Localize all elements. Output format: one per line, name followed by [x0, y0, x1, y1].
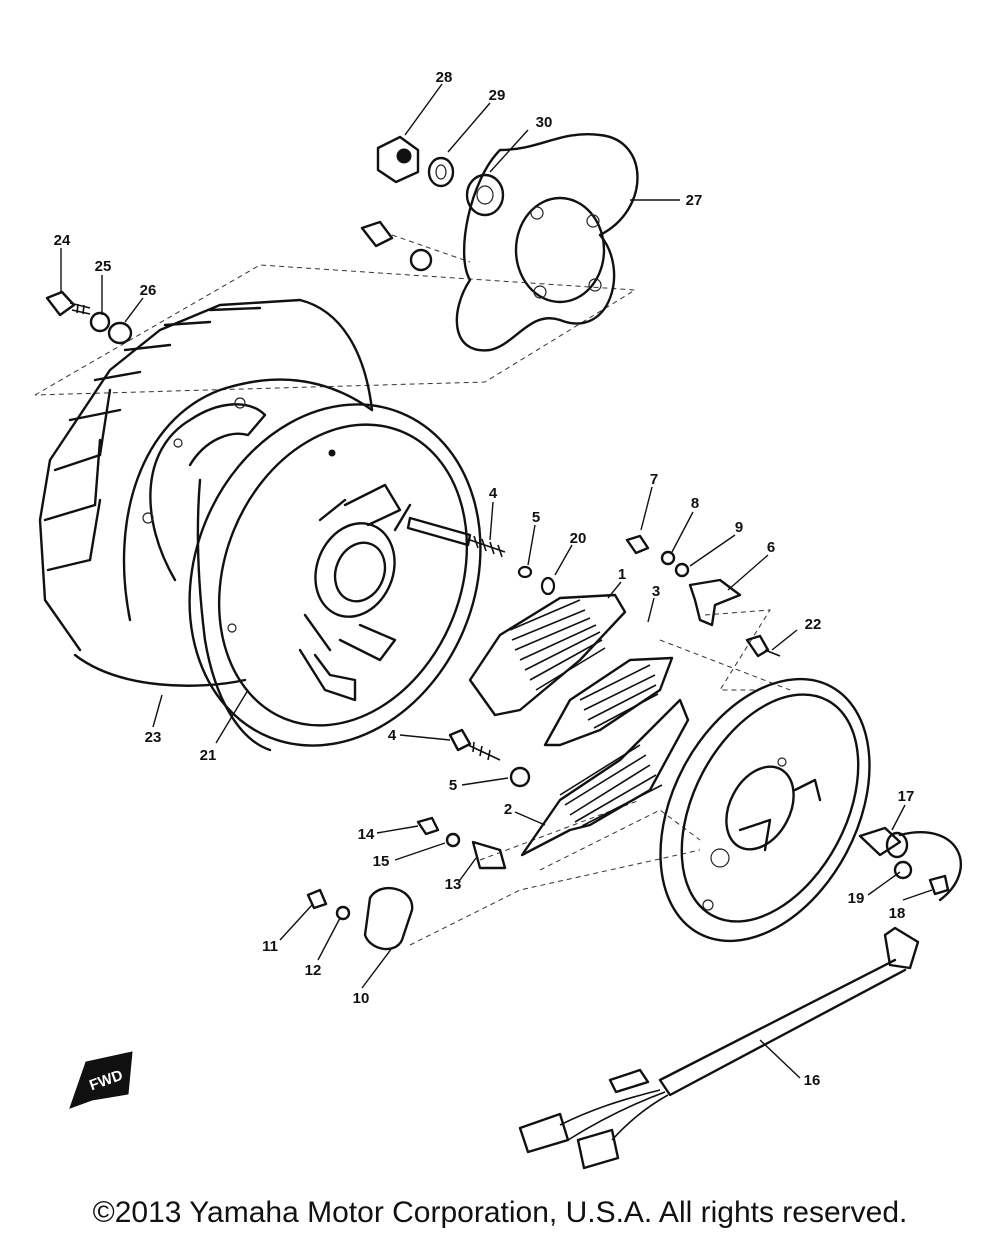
exploded-parts-diagram: 28 29 30 27 24 25 26 23 21 4 5 20 1 3 7 …: [34, 69, 962, 1170]
callout-29: 29: [489, 87, 506, 104]
leader-lines: [60, 83, 933, 1079]
stator-coils: [468, 593, 690, 857]
callout-5-upper: 5: [532, 509, 540, 526]
callout-3: 3: [652, 583, 660, 600]
callout-4-lower: 4: [388, 727, 397, 744]
callout-13: 13: [445, 876, 462, 893]
callout-9: 9: [735, 519, 743, 536]
callout-23: 23: [145, 729, 162, 746]
callout-1: 1: [618, 566, 626, 583]
callout-21: 21: [200, 747, 217, 764]
callout-4-upper: 4: [489, 485, 498, 502]
callout-8: 8: [691, 495, 699, 512]
callout-18: 18: [889, 905, 906, 922]
front-direction-marker: FWD: [69, 1051, 133, 1109]
callout-30: 30: [536, 114, 553, 131]
stud-bolt-upper: [406, 516, 556, 596]
callout-26: 26: [140, 282, 157, 299]
callout-11: 11: [262, 938, 278, 955]
assembly-guide-lines: [34, 234, 791, 946]
callout-labels: 28 29 30 27 24 25 26 23 21 4 5 20 1 3 7 …: [54, 69, 915, 1089]
callout-7: 7: [650, 471, 658, 488]
callout-28: 28: [436, 69, 453, 86]
bolt-24-assembly: [45, 290, 133, 345]
flywheel-rotor: [38, 298, 482, 752]
callout-25: 25: [95, 258, 112, 275]
callout-10: 10: [353, 990, 370, 1007]
plate-assembly: [360, 133, 639, 352]
callout-16: 16: [804, 1072, 821, 1089]
callout-27: 27: [686, 192, 703, 209]
callout-20: 20: [570, 530, 587, 547]
callout-2: 2: [504, 801, 512, 818]
callout-22: 22: [805, 616, 822, 633]
small-parts: [306, 534, 962, 951]
callout-12: 12: [305, 962, 322, 979]
callout-24: 24: [54, 232, 71, 249]
callout-15: 15: [373, 853, 390, 870]
wire-harness: [518, 926, 920, 1170]
callout-14: 14: [358, 826, 375, 843]
stator-base-plate: [659, 677, 871, 943]
callout-6: 6: [767, 539, 775, 556]
callout-5-lower: 5: [449, 777, 457, 794]
copyright-notice: ©2013 Yamaha Motor Corporation, U.S.A. A…: [92, 1196, 908, 1229]
callout-17: 17: [898, 788, 915, 805]
callout-19: 19: [848, 890, 865, 907]
